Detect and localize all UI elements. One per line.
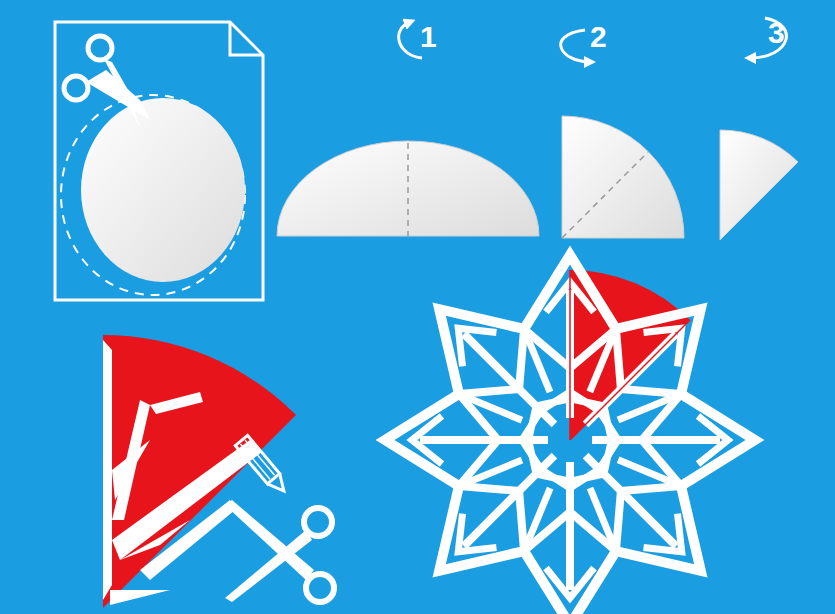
folded-eighth xyxy=(720,130,798,240)
paper-sheet xyxy=(55,22,263,300)
step-number: 3 xyxy=(768,18,785,48)
folded-quarter xyxy=(562,116,684,238)
folded-half xyxy=(277,141,539,236)
pencil-icon xyxy=(235,435,290,496)
scissors-icon xyxy=(225,500,334,602)
scissors-icon xyxy=(64,36,150,128)
step-number-wrap: 1 xyxy=(420,22,437,52)
paper-circle xyxy=(81,98,245,282)
step-number: 1 xyxy=(420,22,437,52)
step-number-wrap: 3 xyxy=(768,18,785,48)
step-number: 2 xyxy=(590,22,607,52)
step-number-wrap: 2 xyxy=(590,22,607,52)
paper-snowflake xyxy=(385,255,755,614)
